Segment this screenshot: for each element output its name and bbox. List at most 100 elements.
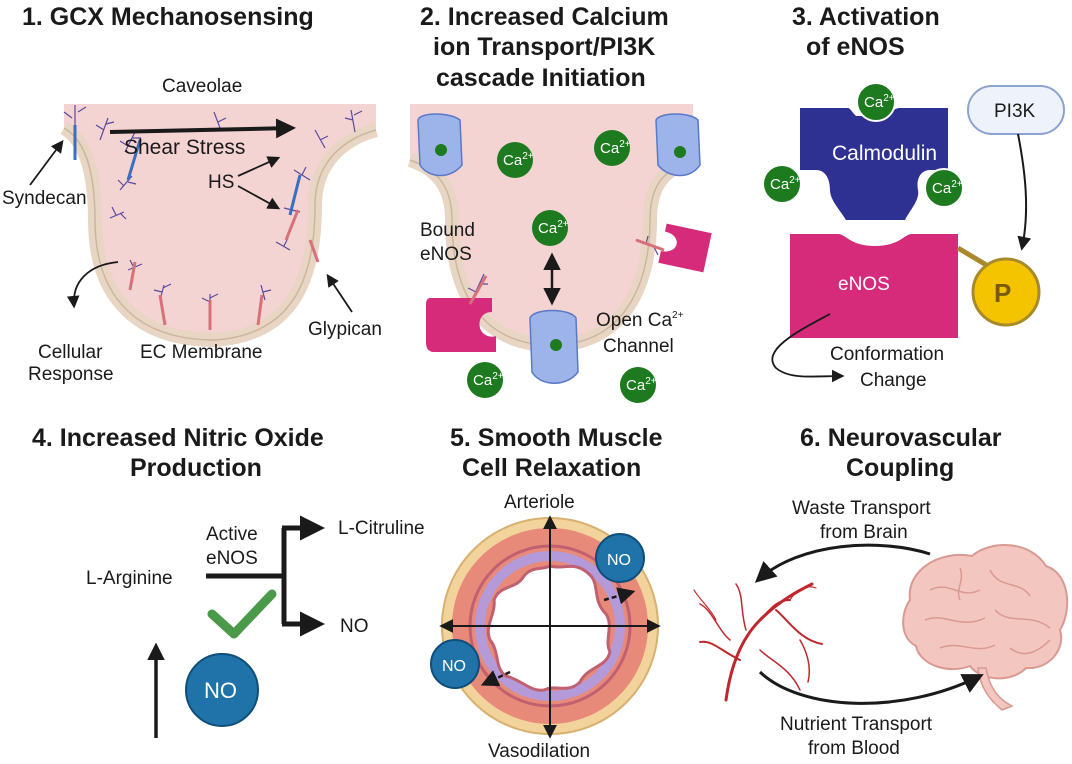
waste-label-line-2: from Brain: [820, 522, 908, 543]
open-calcium-channel: [529, 309, 579, 384]
no-diffusion-arrow: [603, 587, 636, 605]
calcium-ion: Ca2+: [594, 130, 631, 166]
conformation-change-arrow: [771, 313, 845, 383]
no-product-label: NO: [340, 616, 369, 637]
phosphate-label: P: [994, 278, 1011, 308]
reaction-arrows: [206, 515, 325, 637]
cellular-label: Cellular: [38, 342, 103, 363]
svg-text:Ca2+: Ca2+: [473, 371, 504, 389]
phosphate-link: [956, 245, 990, 269]
calcium-ion: Ca2+: [532, 210, 569, 246]
shear-stress-arrow: [109, 118, 296, 139]
ec-membrane-label: EC Membrane: [140, 342, 263, 363]
l-arginine-label: L-Arginine: [86, 568, 173, 589]
no-molecule: [185, 653, 259, 727]
panel-6-title-line-2: Coupling: [846, 454, 954, 482]
hs-arrow-2: [237, 185, 281, 210]
bound-enos-label: eNOS: [420, 244, 472, 265]
blood-vessel-network: [693, 582, 823, 702]
dilation-arrows: [439, 515, 661, 739]
phosphate-group: [971, 257, 1041, 327]
active-enos-label: eNOS: [206, 548, 258, 569]
svg-text:Ca2+: Ca2+: [600, 139, 631, 157]
panel-3-activation-enos: 3. Activation of eNOS PI3K Calmodulin eN…: [762, 3, 1065, 391]
panel-2-title-line-3: cascade Initiation: [436, 64, 646, 92]
panel-4-title-line-2: Production: [130, 454, 262, 482]
calcium-channel: [417, 113, 463, 177]
glypican-arrow: [326, 273, 353, 313]
glypican-label: Glypican: [308, 319, 382, 340]
no-molecule: [430, 639, 480, 689]
nutrient-transport-arrow: [758, 670, 984, 705]
enos-protein: [790, 234, 958, 338]
panel-4-title-line-1: 4. Increased Nitric Oxide: [32, 424, 324, 452]
calcium-ion: Ca2+: [497, 142, 534, 178]
enos-protein: [426, 298, 496, 352]
panel-5-smooth-muscle: 5. Smooth Muscle Cell Relaxation Arterio…: [430, 424, 663, 762]
panel-1-gcx-mechanosensing: 1. GCX Mechanosensing Caveolae: [2, 3, 382, 385]
panel-5-title-line-2: Cell Relaxation: [462, 454, 641, 482]
svg-text:Ca2+: Ca2+: [932, 179, 963, 197]
svg-text:Ca2+: Ca2+: [770, 175, 801, 193]
bound-label: Bound: [420, 220, 475, 241]
panel-2-calcium-transport: 2. Increased Calcium ion Transport/PI3K …: [407, 3, 712, 403]
conformation-label: Conformation: [830, 344, 944, 365]
cellular-response-arrow: [66, 261, 119, 309]
ec-membrane-edge: [63, 127, 377, 341]
pi3k-label: PI3K: [994, 101, 1036, 122]
panel-1-title: 1. GCX Mechanosensing: [22, 3, 314, 31]
waste-transport-arrow: [754, 543, 931, 583]
enos-label: eNOS: [838, 274, 890, 295]
bound-enos-tether: [635, 238, 665, 252]
no-molecule-label: NO: [607, 552, 631, 569]
panel-6-neurovascular: 6. Neurovascular Coupling Waste Transpor…: [693, 424, 1069, 759]
panel-2-title-line-1: 2. Increased Calcium: [420, 3, 669, 31]
calmodulin-protein: [800, 108, 948, 220]
change-label: Change: [860, 370, 927, 391]
no-molecule-label: NO: [204, 678, 237, 703]
no-diffusion-arrow: [480, 670, 511, 687]
panel-6-title-line-1: 6. Neurovascular: [800, 424, 1002, 452]
calcium-ion: Ca2+: [620, 367, 657, 403]
syndecan-arrow: [29, 139, 64, 186]
panel-2-title-line-2: ion Transport/PI3K: [433, 33, 655, 61]
waste-label-line-1: Waste Transport: [792, 498, 931, 519]
vasodilation-label: Vasodilation: [488, 741, 590, 762]
pi3k-box: [967, 85, 1065, 135]
calcium-ion: Ca2+: [467, 362, 504, 398]
syndecan-label: Syndecan: [2, 188, 87, 209]
open-ca-label: Open Ca2+: [596, 310, 684, 331]
hs-arrow-1: [237, 156, 281, 177]
arteriole-label: Arteriole: [504, 492, 575, 513]
svg-text:Ca2+: Ca2+: [864, 93, 895, 111]
svg-text:Ca2+: Ca2+: [503, 151, 534, 169]
no-molecule-label: NO: [442, 658, 466, 675]
caveolae-label: Caveolae: [162, 76, 242, 97]
bound-enos-tether: [468, 275, 488, 305]
calcium-channel: [655, 113, 701, 177]
svg-text:Ca2+: Ca2+: [626, 376, 657, 394]
response-label: Response: [28, 364, 114, 385]
panel-3-title-line-1: 3. Activation: [792, 3, 940, 31]
panel-4-nitric-oxide: 4. Increased Nitric Oxide Production Act…: [32, 424, 425, 738]
calcium-ion: Ca2+: [856, 82, 896, 122]
brain-icon: [902, 544, 1069, 711]
active-label: Active: [206, 524, 258, 545]
svg-text:Ca2+: Ca2+: [538, 219, 569, 237]
panel-3-title-line-2: of eNOS: [806, 33, 905, 61]
pi3k-arrow: [1017, 133, 1032, 251]
no-molecule: [595, 533, 645, 583]
check-icon: [207, 589, 277, 639]
shear-stress-label: Shear Stress: [124, 136, 245, 159]
panel-5-title-line-1: 5. Smooth Muscle: [450, 424, 663, 452]
nutrient-label-line-1: Nutrient Transport: [780, 714, 933, 735]
core-proteins: [73, 125, 320, 330]
calmodulin-label: Calmodulin: [832, 142, 937, 165]
hs-label: HS: [208, 172, 234, 193]
nutrient-label-line-2: from Blood: [808, 738, 900, 759]
enos-protein: [658, 223, 712, 273]
calcium-ion: Ca2+: [762, 164, 802, 204]
calcium-ion: Ca2+: [924, 168, 964, 208]
channel-label: Channel: [603, 336, 674, 357]
